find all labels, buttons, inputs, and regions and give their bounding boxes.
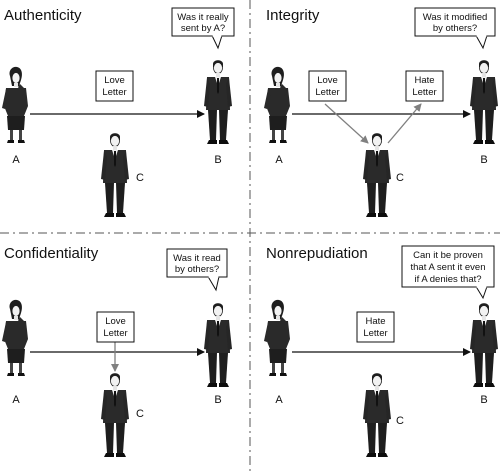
label-b: B bbox=[480, 394, 487, 406]
person-a-figure bbox=[263, 299, 291, 377]
svg-text:Letter: Letter bbox=[103, 328, 127, 339]
original-message-box: Love Letter bbox=[308, 70, 347, 102]
label-c: C bbox=[136, 172, 144, 184]
label-a: A bbox=[275, 394, 283, 406]
label-a: A bbox=[275, 154, 283, 166]
person-b-figure bbox=[203, 59, 233, 145]
question-bubble: Was it read by others? bbox=[166, 248, 228, 292]
panel-title: Authenticity bbox=[4, 7, 82, 24]
svg-text:Letter: Letter bbox=[412, 87, 436, 98]
question-bubble: Can it be proven that A sent it even if … bbox=[401, 245, 495, 300]
label-b: B bbox=[214, 154, 221, 166]
label-a: A bbox=[12, 394, 20, 406]
person-a-figure bbox=[263, 66, 291, 144]
panel-authenticity: Authenticity Love Letter Was it really s… bbox=[1, 7, 235, 218]
svg-text:by others?: by others? bbox=[175, 264, 219, 275]
panel-title: Confidentiality bbox=[4, 245, 99, 262]
svg-text:by others?: by others? bbox=[433, 23, 477, 34]
svg-text:sent by A?: sent by A? bbox=[181, 23, 225, 34]
question-bubble: Was it really sent by A? bbox=[171, 7, 235, 50]
person-c-figure bbox=[100, 372, 130, 458]
modified-message-box: Hate Letter bbox=[405, 70, 444, 102]
person-b-figure bbox=[469, 302, 499, 388]
label-a: A bbox=[12, 154, 20, 166]
svg-text:Letter: Letter bbox=[102, 87, 126, 98]
svg-text:Love: Love bbox=[104, 75, 125, 86]
label-c: C bbox=[396, 172, 404, 184]
message-box: Hate Letter bbox=[356, 311, 395, 343]
interception-arrow bbox=[324, 103, 369, 144]
svg-text:Hate: Hate bbox=[414, 75, 434, 86]
svg-text:if A denies that?: if A denies that? bbox=[414, 274, 481, 285]
label-c: C bbox=[396, 415, 404, 427]
panel-title: Integrity bbox=[266, 7, 320, 24]
svg-text:Can it be proven: Can it be proven bbox=[413, 250, 483, 261]
person-b-figure bbox=[469, 59, 499, 145]
svg-text:Letter: Letter bbox=[315, 87, 339, 98]
modified-arrow bbox=[387, 103, 422, 144]
person-b-figure bbox=[203, 302, 233, 388]
message-box: Love Letter bbox=[95, 70, 134, 102]
label-c: C bbox=[136, 408, 144, 420]
message-box: Love Letter bbox=[96, 311, 135, 343]
svg-text:Was it really: Was it really bbox=[177, 12, 229, 23]
label-b: B bbox=[214, 394, 221, 406]
svg-text:that A sent it even: that A sent it even bbox=[411, 262, 486, 273]
svg-text:Love: Love bbox=[105, 316, 126, 327]
svg-text:Letter: Letter bbox=[363, 328, 387, 339]
question-bubble: Was it modified by others? bbox=[414, 7, 496, 50]
person-c-figure bbox=[100, 132, 130, 218]
panel-confidentiality: Confidentiality Love Letter Was it read … bbox=[1, 245, 233, 458]
person-a-figure bbox=[1, 299, 29, 377]
person-c-figure bbox=[362, 132, 392, 218]
label-b: B bbox=[480, 154, 487, 166]
person-a-figure bbox=[1, 66, 29, 144]
panel-nonrepudiation: Nonrepudiation Hate Letter Can it be pro… bbox=[263, 245, 499, 458]
person-c-figure bbox=[362, 372, 392, 458]
svg-text:Love: Love bbox=[317, 75, 338, 86]
svg-text:Hate: Hate bbox=[365, 316, 385, 327]
panel-integrity: Integrity Love Letter Hate Letter Was it… bbox=[263, 7, 499, 218]
panel-title: Nonrepudiation bbox=[266, 245, 368, 262]
svg-text:Was it modified: Was it modified bbox=[423, 12, 488, 23]
svg-text:Was it read: Was it read bbox=[173, 253, 221, 264]
